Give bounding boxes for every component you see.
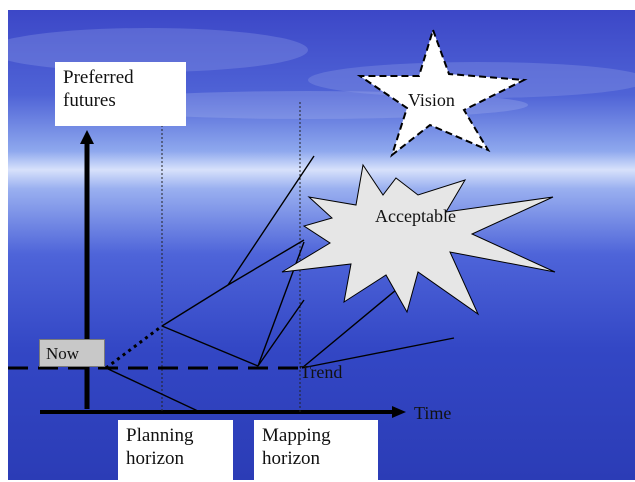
preferred-futures-line2: futures: [63, 90, 116, 111]
now-to-planning-dotted: [105, 324, 163, 370]
cone-line: [257, 299, 305, 367]
cone-line: [301, 337, 455, 369]
preferred-futures-line1: Preferred: [63, 67, 134, 88]
cone-line: [301, 279, 409, 369]
trend-label: Trend: [300, 362, 343, 382]
cone-line: [227, 239, 305, 286]
y-axis-arrowhead: [80, 130, 94, 144]
planning-horizon-label: Planning horizon: [118, 420, 233, 480]
time-label: Time: [414, 403, 452, 423]
mapping-horizon-line1: Mapping: [262, 425, 331, 446]
preferred-futures-label: Preferred futures: [55, 62, 186, 126]
mapping-horizon-label: Mapping horizon: [254, 420, 378, 480]
x-axis-arrowhead: [392, 406, 406, 418]
cone-line: [227, 155, 315, 286]
cone-line: [257, 241, 305, 367]
vision-label: Vision: [408, 90, 455, 110]
cone-line: [161, 284, 229, 327]
mapping-horizon-line2: horizon: [262, 448, 321, 469]
vision-star: [356, 26, 528, 158]
acceptable-label: Acceptable: [375, 206, 456, 226]
diagram-slide: Preferred futures Vision Acceptable Now …: [8, 10, 635, 480]
acceptable-burst: [281, 163, 556, 316]
planning-horizon-line2: horizon: [126, 448, 185, 469]
cone-line: [161, 325, 259, 367]
cone-line: [105, 367, 201, 413]
now-label: Now: [39, 339, 105, 367]
cloud: [8, 28, 308, 72]
planning-horizon-line1: Planning: [126, 425, 194, 446]
